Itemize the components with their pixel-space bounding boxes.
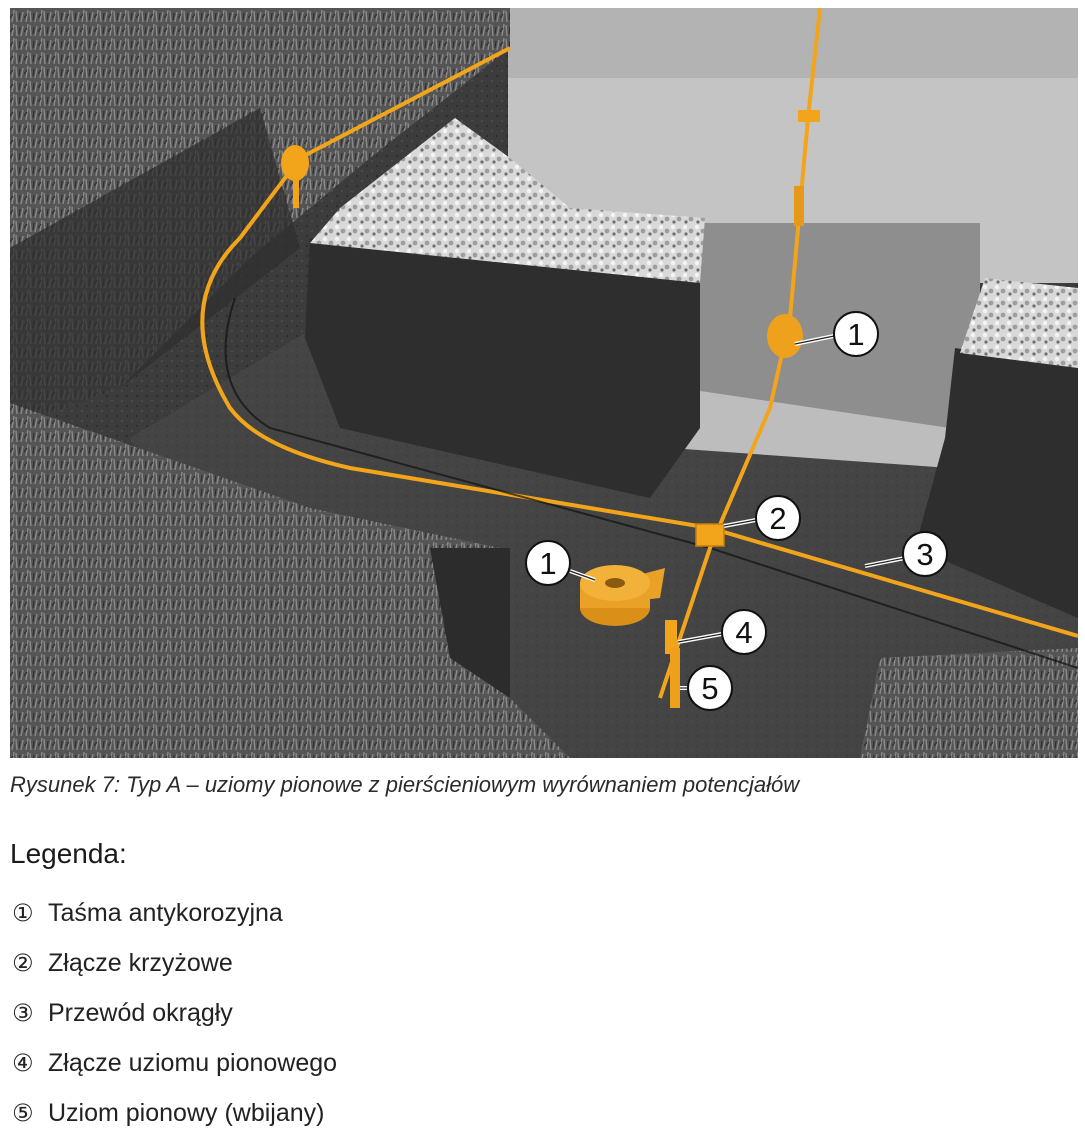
soil-block-right xyxy=(915,348,1078,618)
cross-connector xyxy=(695,523,725,547)
foundation-footing xyxy=(670,388,950,468)
grass-bank-right xyxy=(860,648,1078,758)
ring-conductor-shadow xyxy=(224,297,1078,669)
earth-rod xyxy=(670,648,680,708)
tape-roll-hole xyxy=(605,578,625,588)
legend-number: ⑤ xyxy=(12,1099,34,1127)
illustration: 1 2 3 1 4 5 xyxy=(10,8,1078,758)
tape-wrap-wall xyxy=(767,314,803,358)
legend-label: Złącze uziomu pionowego xyxy=(48,1048,338,1077)
callout-label: 1 xyxy=(847,317,864,352)
legend-item: ③ Przewód okrągły xyxy=(12,988,337,1038)
legend-label: Uziom pionowy (wbijany) xyxy=(48,1098,325,1127)
callout-1-wall: 1 xyxy=(794,311,879,357)
rear-tape-wrap xyxy=(281,145,309,181)
wall-clamp-lower xyxy=(794,186,804,226)
legend-number: ③ xyxy=(12,999,34,1027)
callout-label: 4 xyxy=(735,615,752,650)
callout-label: 5 xyxy=(701,671,718,706)
legend-number: ② xyxy=(12,949,34,977)
building-wall-band xyxy=(508,8,1078,78)
callout-label: 2 xyxy=(769,501,786,536)
trench-wall-left xyxy=(10,108,300,428)
gravel-top-main xyxy=(310,118,705,283)
legend-item: ① Taśma antykorozyjna xyxy=(12,888,337,938)
legend-item: ⑤ Uziom pionowy (wbijany) xyxy=(12,1088,337,1138)
legend-number: ① xyxy=(12,899,34,927)
grounding-diagram: 1 2 3 1 4 5 xyxy=(10,8,1078,758)
wall-clamp xyxy=(798,110,820,122)
legend-number: ④ xyxy=(12,1049,34,1077)
legend-list: ① Taśma antykorozyjna ② Złącze krzyżowe … xyxy=(12,888,337,1138)
callout-2: 2 xyxy=(723,495,801,541)
callout-1-roll: 1 xyxy=(525,540,596,586)
legend-label: Przewód okrągły xyxy=(48,998,233,1027)
callout-label: 3 xyxy=(916,537,933,572)
callout-4: 4 xyxy=(677,609,767,655)
figure-caption: Rysunek 7: Typ A – uziomy pionowe z pier… xyxy=(10,772,800,797)
ring-conductor xyxy=(200,46,1078,638)
down-conductor xyxy=(658,8,822,699)
rear-rod xyxy=(293,173,299,208)
trench-wall-front xyxy=(430,548,510,698)
legend-label: Taśma antykorozyjna xyxy=(48,898,283,927)
callout-5: 5 xyxy=(680,665,733,711)
gravel-top-right xyxy=(960,278,1078,368)
legend-item: ④ Złącze uziomu pionowego xyxy=(12,1038,337,1088)
legend-title: Legenda: xyxy=(10,838,127,869)
callout-label: 1 xyxy=(539,546,556,581)
rod-connector xyxy=(665,620,677,654)
legend-item: ② Złącze krzyżowe xyxy=(12,938,337,988)
callout-3: 3 xyxy=(864,531,948,577)
soil-block-main xyxy=(305,238,700,498)
legend-label: Złącze krzyżowe xyxy=(48,948,233,977)
grass-bank-front xyxy=(10,403,570,758)
